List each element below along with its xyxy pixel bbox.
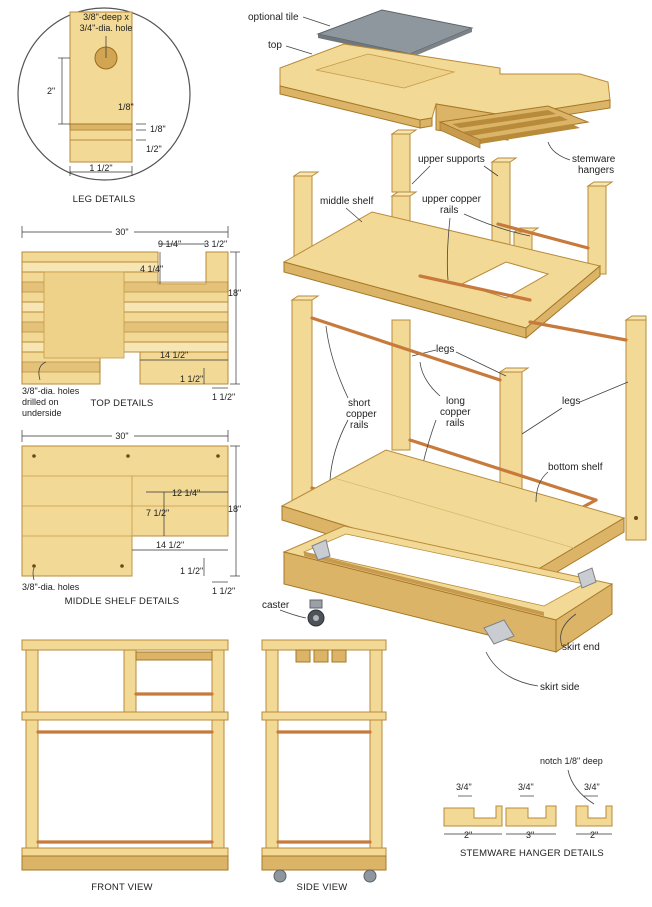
stemware-hanger-details: notch 1/8" deep 3/4" 2" 3/4" 3" 3/4" 2" … [443,756,613,859]
front-view-caption: FRONT VIEW [91,882,152,893]
label-long-copper-rails-3: rails [446,418,464,429]
label-skirt-side: skirt side [540,682,580,693]
hanger-width-a: 2" [464,830,472,840]
label-stemware-hangers-1: stemware [572,154,616,165]
hanger-profile-c [575,805,613,827]
hanger-profile-b [505,805,557,827]
hanger-width-b: 3" [526,830,534,840]
caster-brackets [311,539,597,645]
label-bottom-shelf: bottom shelf [548,462,603,473]
leg-details: 3/8"-deep x 3/4"-dia. hole 2" 1/8" 1/8" … [17,7,191,205]
skirt-end-board [555,583,613,653]
middle-shelf-details-caption: MIDDLE SHELF DETAILS [65,596,180,607]
upper-copper-rail-1 [418,274,532,302]
hanger-profile-a [443,805,503,827]
leg-dim-2: 2" [47,86,55,96]
label-short-copper-rails-1: short [348,398,370,409]
hanger-notch-label: notch 1/8" deep [540,756,603,766]
label-short-copper-rails-2: copper [346,409,377,420]
label-stemware-hangers-2: hangers [578,165,614,176]
side-view-caption: SIDE VIEW [297,882,348,893]
top-details-caption: TOP DETAILS [91,398,154,409]
leg-side-rail [528,320,628,342]
top-dim-1-1-2-b: 1 1/2" [212,392,235,402]
leg-dim-1-1-2: 1 1/2" [89,163,112,173]
leg-dim-1-8-b: 1/8" [150,124,166,134]
label-optional-tile: optional tile [248,12,299,23]
label-long-copper-rails-1: long [446,396,465,407]
top-dim-3-1-2: 3 1/2" [204,239,227,249]
hanger-dim-a: 3/4" [456,782,472,792]
top-dim-30: 30" [115,227,128,237]
middle-shelf-details: 30" 12 1/4" 7 1/2" 18" 14 1/2" 1 1/2" 1 … [21,430,241,607]
label-short-copper-rails-3: rails [350,420,368,431]
top-dim-14-1-2: 14 1/2" [160,350,188,360]
leg-lower-block [69,139,133,163]
label-upper-copper-rails-1: upper copper [422,194,482,205]
shelf-dim-1-1-2-b: 1 1/2" [212,586,235,596]
shelf-dim-30: 30" [115,431,128,441]
long-copper-rail-1 [310,316,502,382]
shelf-dim-7-1-2: 7 1/2" [146,508,169,518]
shelf-dim-1-1-2-a: 1 1/2" [180,566,203,576]
upper-copper-rail-2 [496,222,590,250]
top-details: 30" 9 1/4" 3 1/2" 4 1/4" 18" 14 1/2" 1 1… [21,226,241,418]
label-long-copper-rails-2: copper [440,407,471,418]
label-caster: caster [262,600,290,611]
stemware-hanger-details-caption: STEMWARE HANGER DETAILS [460,848,604,859]
top-dim-4-1-4: 4 1/4" [140,264,163,274]
top-note-line-1: 3/8"-dia. holes [22,386,80,396]
shelf-dim-14-1-2: 14 1/2" [156,540,184,550]
top-dim-9-1-4: 9 1/4" [158,239,181,249]
shelf-plan-outline [21,445,229,577]
leg-hole-label-1: 3/8"-deep x [83,12,129,22]
side-view: SIDE VIEW [261,639,387,893]
top-dim-18: 18" [228,288,241,298]
shelf-plank-lines [22,475,228,576]
top-note-line-3: underside [22,408,62,418]
leg-hole-label-2: 3/4"-dia. hole [80,23,133,33]
label-upper-copper-rails-2: rails [440,205,458,216]
shelf-dim-18: 18" [228,504,241,514]
hanger-dim-c: 3/4" [584,782,600,792]
stemware-hangers [438,105,590,149]
hanger-width-c: 2" [590,830,598,840]
shelf-note: 3/8"-dia. holes [22,582,80,592]
label-skirt-end: skirt end [562,642,600,653]
label-middle-shelf: middle shelf [320,196,374,207]
label-top: top [268,40,282,51]
label-upper-supports: upper supports [418,154,485,165]
top-tile-recess [43,271,125,359]
exploded-view: optional tile top stemware hangers [248,9,647,693]
top-dim-1-1-2-a: 1 1/2" [180,374,203,384]
label-legs-upper: legs [436,344,454,355]
shelf-dim-12-1-4: 12 1/4" [172,488,200,498]
leg-dim-1-8-a: 1/8" [118,102,134,112]
leg-dim-1-2: 1/2" [146,144,162,154]
leg-tenon [69,129,133,141]
long-copper-rail-3 [408,438,598,502]
label-legs-right: legs [562,396,580,407]
top-plank-stripes [21,261,229,373]
hanger-dim-b: 3/4" [518,782,534,792]
caster [307,599,325,627]
top-note-line-2: drilled on [22,397,59,407]
front-view: FRONT VIEW [21,639,229,893]
leg-details-caption: LEG DETAILS [73,194,136,205]
leg-groove [69,123,133,131]
